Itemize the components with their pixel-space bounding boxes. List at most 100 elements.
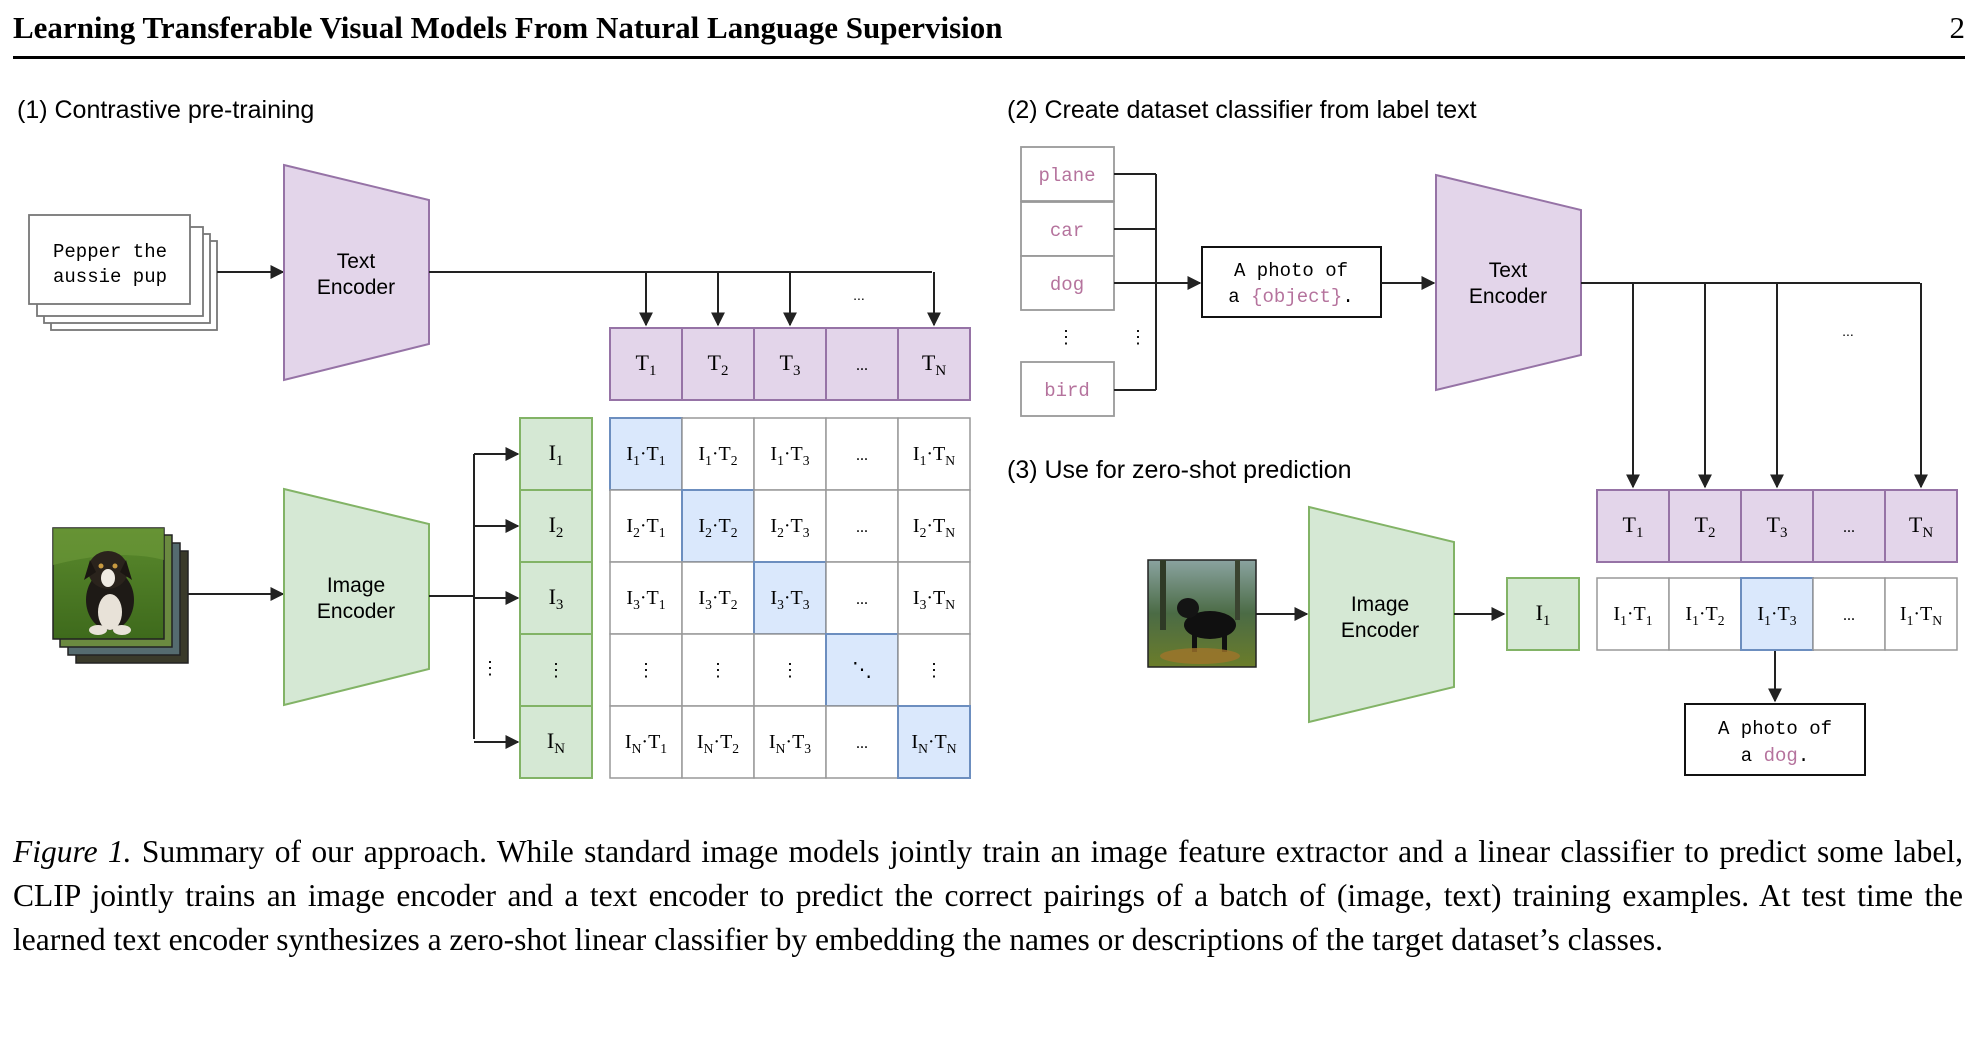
t2-ellipsis-top: ...: [1842, 323, 1854, 339]
i-vdots: ⋮: [547, 660, 565, 680]
image-encoder-2: [1308, 505, 1455, 724]
t2-label: T2: [1695, 512, 1716, 541]
matrix-product: I2·TN: [913, 515, 955, 540]
label-list-vdots-2: ⋮: [1129, 327, 1147, 347]
zero-shot-cell: [1884, 577, 1958, 651]
matrix-product: I1·T1: [626, 443, 665, 468]
matrix-cell: [681, 705, 755, 779]
paper-title: Learning Transferable Visual Models From…: [13, 10, 1003, 45]
matrix-cell: [825, 561, 899, 635]
matrix-ellipsis: ...: [856, 735, 868, 752]
i-label: I3: [549, 584, 564, 613]
matrix-cell: [609, 417, 683, 491]
t2-label: T3: [1767, 512, 1788, 541]
image-encoder-1: [283, 487, 430, 707]
i-cell: [519, 561, 593, 635]
matrix-ddots: ⋱: [852, 659, 872, 681]
matrix-cell: [753, 633, 827, 707]
matrix-product: I2·T3: [770, 515, 809, 540]
matrix-ellipsis: ...: [856, 519, 868, 536]
caption-card-stack: [28, 214, 218, 331]
panel1-title: (1) Contrastive pre-training: [17, 96, 314, 124]
i1-cell: [1506, 577, 1580, 651]
panel2-title: (2) Create dataset classifier from label…: [1007, 96, 1477, 124]
zero-shot-image-embedding: I1: [1506, 577, 1580, 651]
t-label: TN: [922, 350, 946, 379]
matrix-cell: [897, 705, 971, 779]
text-encoder-2-label-2: Encoder: [1469, 285, 1547, 308]
matrix-cell: [609, 705, 683, 779]
class-label: bird: [1044, 380, 1090, 402]
matrix-cell: [897, 561, 971, 635]
class-label: plane: [1038, 165, 1095, 187]
matrix-cell: [897, 417, 971, 491]
prediction-box: [1684, 703, 1866, 776]
zero-shot-cell: [1812, 577, 1886, 651]
matrix-cell: [609, 489, 683, 563]
t2-cell: [1812, 489, 1886, 563]
label-list-vdots-1: ⋮: [1057, 327, 1075, 347]
t-label: T1: [636, 350, 657, 379]
i-label: I2: [549, 512, 564, 541]
prompt-template-line-2: a {object}.: [1228, 286, 1353, 308]
t2-ellipsis: ...: [1843, 519, 1855, 536]
matrix-vdots: ⋮: [925, 660, 943, 680]
t2-label: T1: [1623, 512, 1644, 541]
prediction-line-2: a dog.: [1741, 745, 1809, 767]
matrix-product: I3·T1: [626, 587, 665, 612]
prediction-line-1: A photo of: [1718, 718, 1832, 740]
zero-shot-cell: [1740, 577, 1814, 651]
label-box: [1020, 255, 1115, 311]
i-cell: [519, 417, 593, 491]
matrix-product: IN·T1: [625, 731, 667, 756]
t2-cell: [1884, 489, 1958, 563]
image-encoder-2-label-2: Encoder: [1341, 619, 1419, 642]
matrix-cell: [609, 633, 683, 707]
matrix-cell: [825, 705, 899, 779]
t-cell: [753, 327, 827, 401]
zero-shot-product: I1·T2: [1685, 603, 1724, 628]
t-cell: [897, 327, 971, 401]
t-label: T2: [708, 350, 729, 379]
image-encoder-2-label-1: Image: [1351, 593, 1409, 616]
matrix-product: IN·T3: [769, 731, 811, 756]
matrix-product: IN·T2: [697, 731, 739, 756]
text-encoder-1: [283, 163, 430, 382]
figure-caption: Figure 1. Summary of our approach. While…: [13, 830, 1963, 962]
matrix-ellipsis: ...: [856, 447, 868, 464]
zero-shot-cell: [1596, 577, 1670, 651]
matrix-cell: [897, 633, 971, 707]
matrix-product: I2·T1: [626, 515, 665, 540]
panel3-title: (3) Use for zero-shot prediction: [1007, 456, 1352, 484]
t-ellipsis-top: ...: [853, 287, 865, 303]
matrix-product: I1·TN: [913, 443, 955, 468]
t-cell: [609, 327, 683, 401]
text-encoder-2: [1435, 173, 1582, 392]
page-number: 2: [1949, 10, 1966, 45]
i-cell: [519, 489, 593, 563]
text-encoder-1-label-2: Encoder: [317, 276, 395, 299]
text-encoder-1-label-1: Text: [337, 250, 376, 273]
t2-cell: [1596, 489, 1670, 563]
zero-shot-product: I1·T1: [1613, 603, 1652, 628]
image-encoder-1-label-2: Encoder: [317, 600, 395, 623]
matrix-cell: [825, 489, 899, 563]
i-branch-vdots: ⋮: [481, 658, 499, 678]
puppy-photo-stack: [52, 527, 189, 664]
prompt-template-line-1: A photo of: [1234, 260, 1348, 282]
text-encoder-2-label-1: Text: [1489, 259, 1528, 282]
matrix-cell: [753, 561, 827, 635]
i-label: IN: [547, 728, 565, 757]
matrix-product: I3·T3: [770, 587, 809, 612]
matrix-product: I3·T2: [698, 587, 737, 612]
caption-line-2: aussie pup: [53, 266, 167, 288]
matrix-product: I1·T3: [770, 443, 809, 468]
matrix-vdots: ⋮: [781, 660, 799, 680]
puppy-photo-icon: [52, 527, 165, 640]
matrix-vdots: ⋮: [709, 660, 727, 680]
